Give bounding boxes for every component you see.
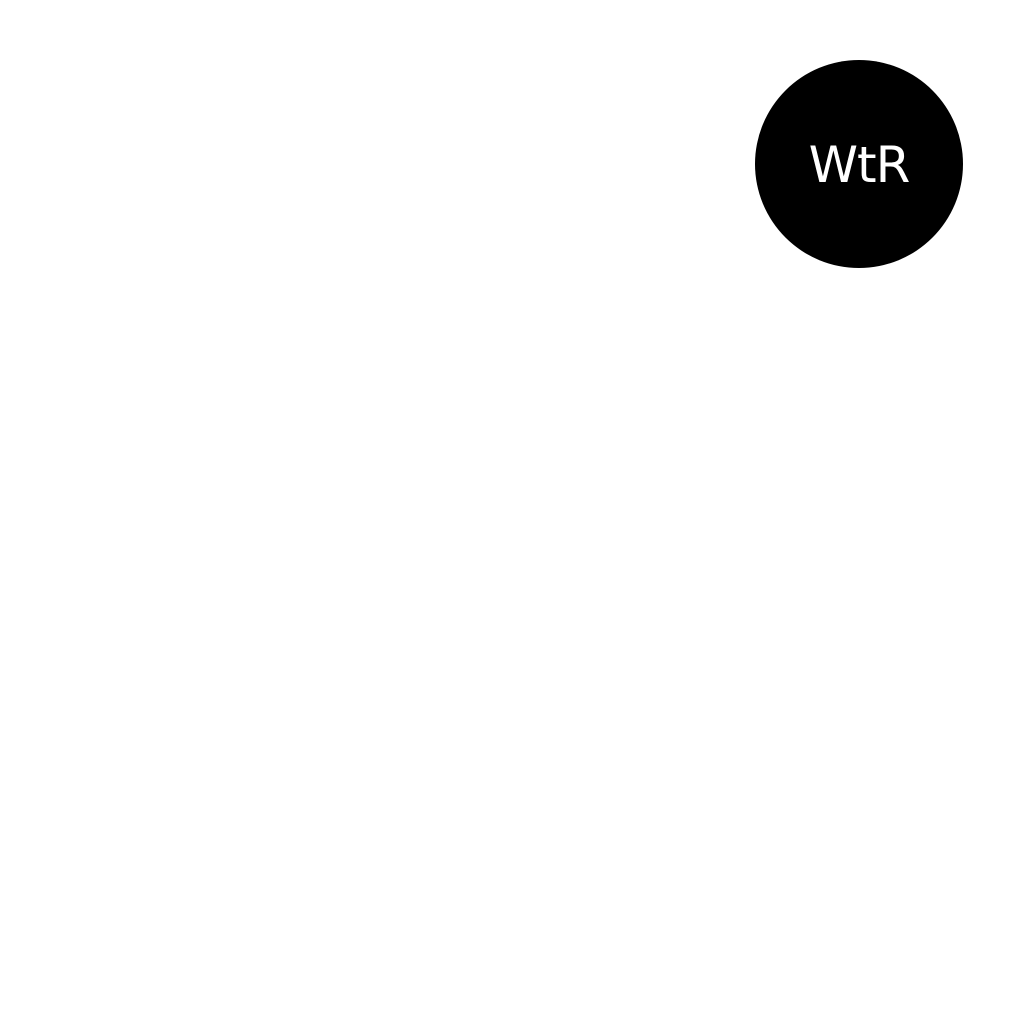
logo-text: WtR — [808, 136, 911, 194]
wtr-logo[interactable]: WtR — [755, 60, 963, 268]
